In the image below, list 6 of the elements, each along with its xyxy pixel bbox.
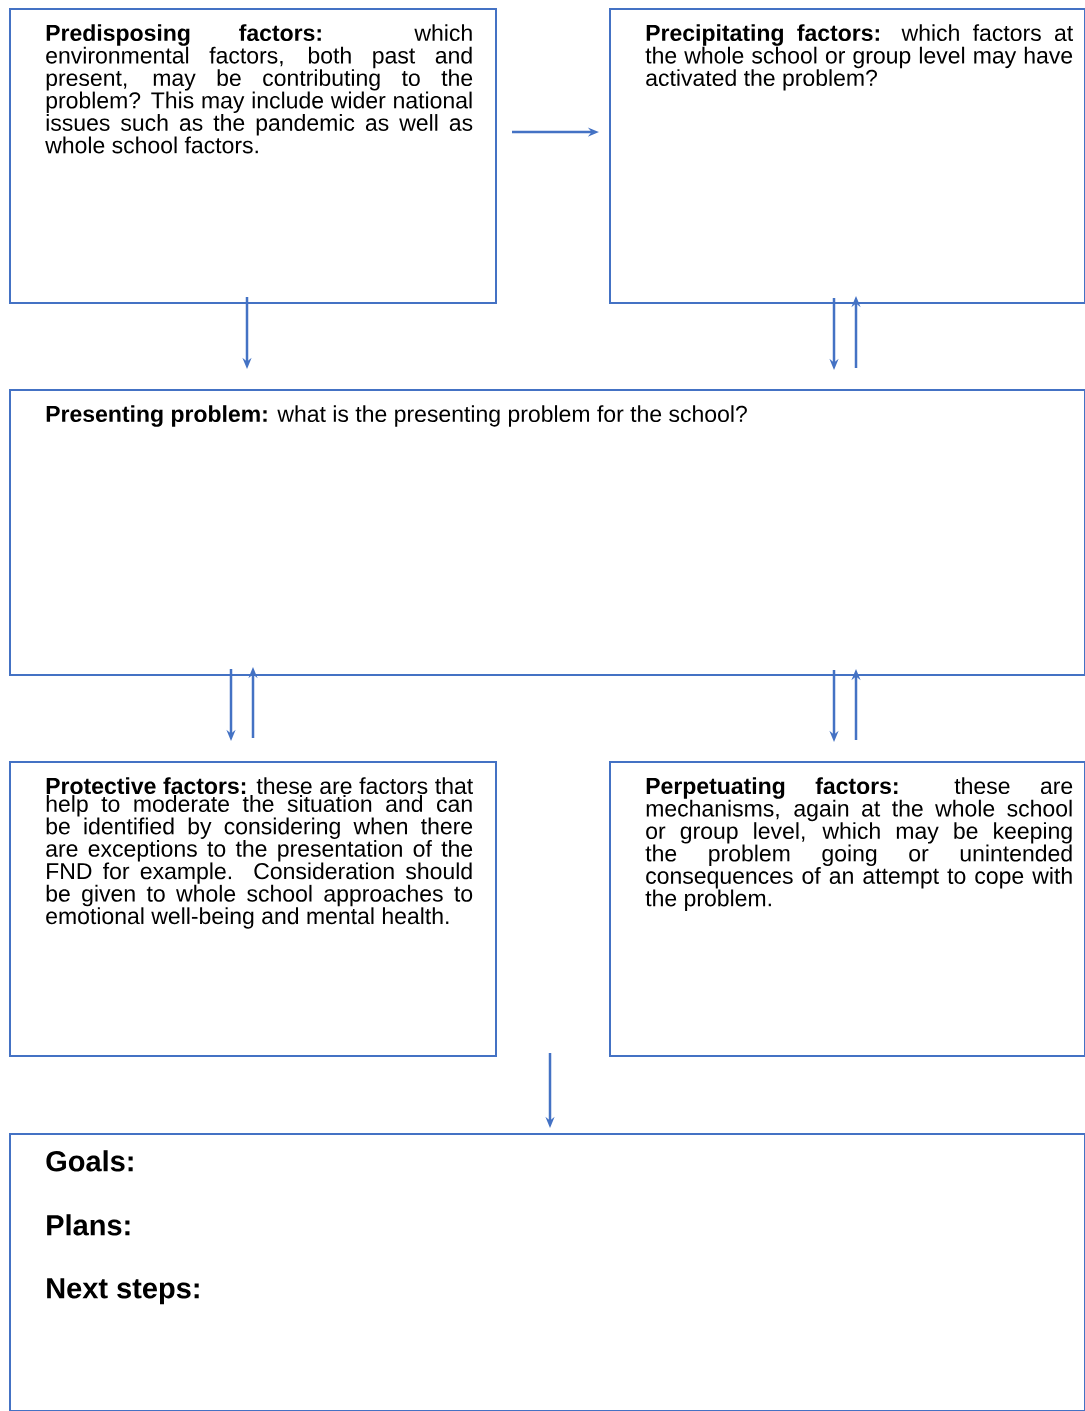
text-box: Perpetuating factors: these are mechanisms, again at the whole school or group level, which may be keeping the problem going or unintended consequences of an attempt to cope with the problem.: [609, 761, 1085, 1057]
text-box: Predisposing factors: which environmental factors, both past and present, may be contributing to the problem? This may include wider national issues such as the pandemic as well as whole school factors.: [9, 8, 497, 304]
text-box: Goals: Plans: Next steps:: [9, 1133, 1085, 1411]
text-box: Protective factors: these are factors that help to moderate the situation and can be identified by considering when there are exceptions to the presentation of the FND for example. Consideration should be given to whole school approaches to emotional well-being and mental health.: [9, 761, 497, 1057]
text-box: Presenting problem: what is the presenting problem for the school?: [9, 389, 1085, 676]
text-box: Precipitating factors: which factors at the whole school or group level may have activated the problem?: [609, 8, 1085, 304]
